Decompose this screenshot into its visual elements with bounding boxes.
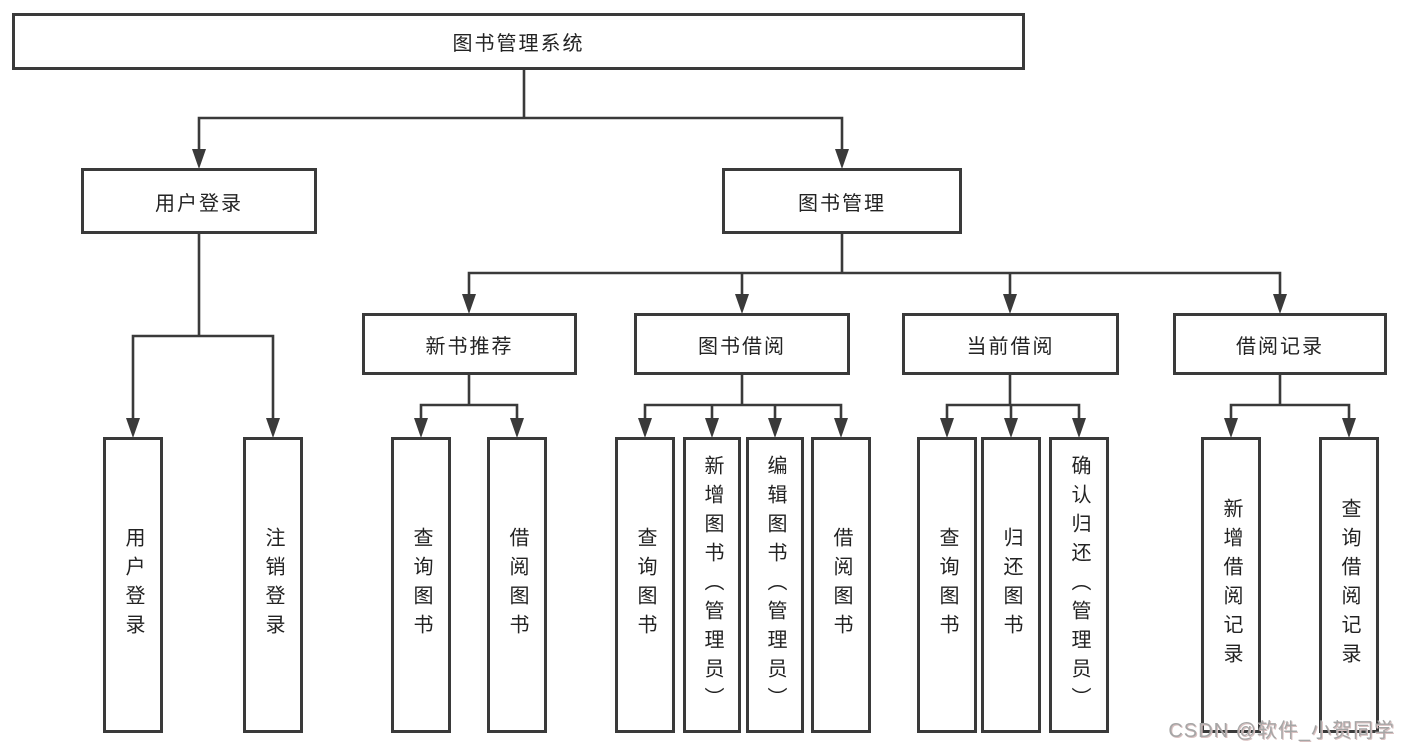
arrowhead-icon <box>940 418 954 438</box>
csdn-watermark: CSDN @软件_小贺同学 <box>1168 720 1395 742</box>
connector-new-book-rec-to-leaves <box>419 373 519 423</box>
node-leaf-user-login: 用户登录 <box>103 437 163 733</box>
node-leaf-add-book-label: 新增图书（管理员） <box>701 454 723 716</box>
arrowhead-icon <box>638 418 652 438</box>
arrowhead-icon <box>1004 418 1018 438</box>
node-new-book-rec: 新书推荐 <box>362 313 577 375</box>
arrowhead-icon <box>414 418 428 438</box>
node-leaf-add-book: 新增图书（管理员） <box>683 437 741 733</box>
node-leaf-borrow-book: 借阅图书 <box>811 437 871 733</box>
arrowhead-icon <box>835 149 849 169</box>
node-book-borrow: 图书借阅 <box>634 313 850 375</box>
node-new-book-rec-label: 新书推荐 <box>425 335 514 358</box>
arrowhead-icon <box>510 418 524 438</box>
node-leaf-logout: 注销登录 <box>243 437 303 733</box>
arrowhead-icon <box>735 294 749 314</box>
node-leaf-logout-label: 注销登录 <box>262 527 284 643</box>
node-book-mgmt: 图书管理 <box>722 168 962 234</box>
node-current-borrow-label: 当前借阅 <box>966 335 1055 358</box>
connector-book-borrow-to-leaves <box>643 373 843 423</box>
node-root: 图书管理系统 <box>12 13 1025 70</box>
node-leaf-return-book: 归还图书 <box>981 437 1041 733</box>
node-current-borrow: 当前借阅 <box>902 313 1119 375</box>
connector-user-login-to-leaves <box>131 232 275 423</box>
arrowhead-icon <box>192 149 206 169</box>
node-leaf-borrow-book-label: 借阅图书 <box>830 527 852 643</box>
node-leaf-confirm-return-label: 确认归还（管理员） <box>1068 454 1090 716</box>
node-leaf-query-record-label: 查询借阅记录 <box>1338 498 1360 672</box>
node-book-borrow-label: 图书借阅 <box>698 335 786 358</box>
arrowhead-icon <box>1342 418 1356 438</box>
node-leaf-edit-book-label: 编辑图书（管理员） <box>764 454 786 716</box>
arrowhead-icon <box>834 418 848 438</box>
arrowhead-icon <box>768 418 782 438</box>
arrowhead-icon <box>1273 294 1287 314</box>
node-leaf-query-book-borrow-label: 查询图书 <box>634 527 656 643</box>
node-user-login: 用户登录 <box>81 168 317 234</box>
node-leaf-query-book-rec-label: 查询图书 <box>410 527 432 643</box>
node-leaf-confirm-return: 确认归还（管理员） <box>1049 437 1109 733</box>
arrowhead-icon <box>1072 418 1086 438</box>
arrowhead-icon <box>126 418 140 438</box>
connector-current-borrow-to-leaves <box>945 373 1081 423</box>
arrowhead-icon <box>1224 418 1238 438</box>
arrowhead-icon <box>1003 294 1017 314</box>
node-user-login-label: 用户登录 <box>155 192 243 215</box>
node-leaf-query-book-current: 查询图书 <box>917 437 977 733</box>
node-leaf-query-book-rec: 查询图书 <box>391 437 451 733</box>
arrowheads <box>126 149 1356 438</box>
node-leaf-query-book-current-label: 查询图书 <box>936 527 958 643</box>
node-leaf-return-book-label: 归还图书 <box>1000 527 1022 643</box>
node-leaf-add-record: 新增借阅记录 <box>1201 437 1261 733</box>
connector-borrow-record-to-leaves <box>1229 373 1351 423</box>
node-leaf-borrow-book-rec-label: 借阅图书 <box>506 527 528 643</box>
node-borrow-record: 借阅记录 <box>1173 313 1387 375</box>
node-leaf-borrow-book-rec: 借阅图书 <box>487 437 547 733</box>
connector-root-to-level2 <box>197 68 844 154</box>
node-borrow-record-label: 借阅记录 <box>1236 335 1324 358</box>
arrowhead-icon <box>462 294 476 314</box>
node-book-mgmt-label: 图书管理 <box>798 192 886 215</box>
node-root-label: 图书管理系统 <box>452 33 585 55</box>
connector-book-mgmt-to-level3 <box>467 232 1282 299</box>
node-leaf-edit-book: 编辑图书（管理员） <box>746 437 804 733</box>
arrowhead-icon <box>705 418 719 438</box>
node-leaf-query-book-borrow: 查询图书 <box>615 437 675 733</box>
node-leaf-add-record-label: 新增借阅记录 <box>1220 498 1242 672</box>
node-leaf-user-login-label: 用户登录 <box>122 527 144 643</box>
arrowhead-icon <box>266 418 280 438</box>
node-leaf-query-record: 查询借阅记录 <box>1319 437 1379 733</box>
